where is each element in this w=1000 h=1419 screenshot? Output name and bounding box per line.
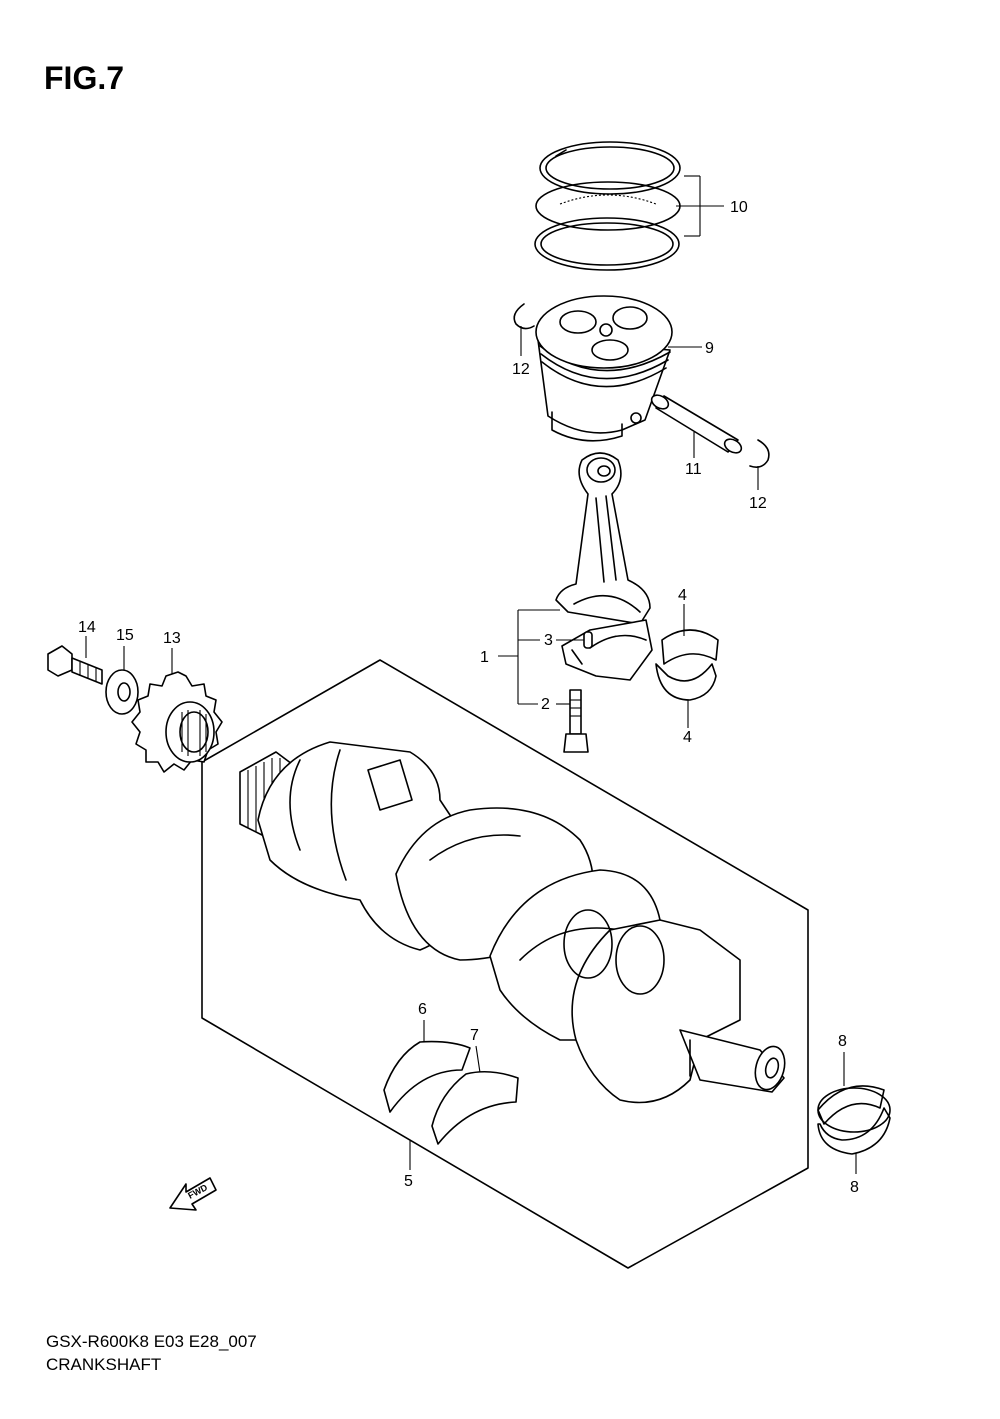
callout-5: 5 xyxy=(404,1173,413,1190)
thrust-bearing-upper xyxy=(383,1040,471,1113)
callout-8-top: 8 xyxy=(838,1033,847,1050)
callout-12-left: 12 xyxy=(512,361,530,378)
callout-6: 6 xyxy=(418,1001,427,1018)
callout-10: 10 xyxy=(730,199,748,216)
callout-4-top: 4 xyxy=(678,587,687,604)
callout-numbers: 10 9 12 11 12 4 3 1 2 4 14 15 13 6 7 5 8… xyxy=(78,199,859,1196)
callout-12-right: 12 xyxy=(749,495,767,512)
callout-15: 15 xyxy=(116,627,134,644)
piston-rings xyxy=(534,141,681,271)
callout-14: 14 xyxy=(78,619,96,636)
crankshaft-box xyxy=(201,659,809,1269)
callout-8-bottom: 8 xyxy=(850,1179,859,1196)
crankshaft xyxy=(239,741,786,1104)
sprocket xyxy=(131,671,223,773)
callout-1: 1 xyxy=(480,649,489,666)
leader-lines xyxy=(85,175,857,1174)
callout-9: 9 xyxy=(705,340,714,357)
callout-7: 7 xyxy=(470,1027,479,1044)
piston xyxy=(535,295,673,442)
crankshaft-main-bearing xyxy=(817,1085,891,1155)
callout-3: 3 xyxy=(544,632,553,649)
bolt xyxy=(47,645,103,685)
circlip-left xyxy=(513,303,535,330)
dowel-pin xyxy=(583,631,593,649)
conrod-bearing xyxy=(655,629,719,701)
connecting-rod xyxy=(555,452,651,625)
thrust-bearing-lower xyxy=(431,1070,519,1145)
callout-13: 13 xyxy=(163,630,181,647)
section-name: CRANKSHAFT xyxy=(46,1355,162,1374)
callout-2: 2 xyxy=(541,696,550,713)
piston-pin xyxy=(650,394,743,454)
figure-title: FIG.7 xyxy=(44,60,125,96)
connecting-rod-cap xyxy=(561,619,653,681)
model-code: GSX-R600K8 E03 E28_007 xyxy=(46,1332,257,1351)
callout-4-bottom: 4 xyxy=(683,729,692,746)
fwd-arrow-icon: FWD xyxy=(169,1177,217,1211)
callout-11: 11 xyxy=(685,461,702,478)
conrod-bolt xyxy=(563,689,589,753)
circlip-right xyxy=(749,439,770,468)
washer xyxy=(105,669,139,715)
